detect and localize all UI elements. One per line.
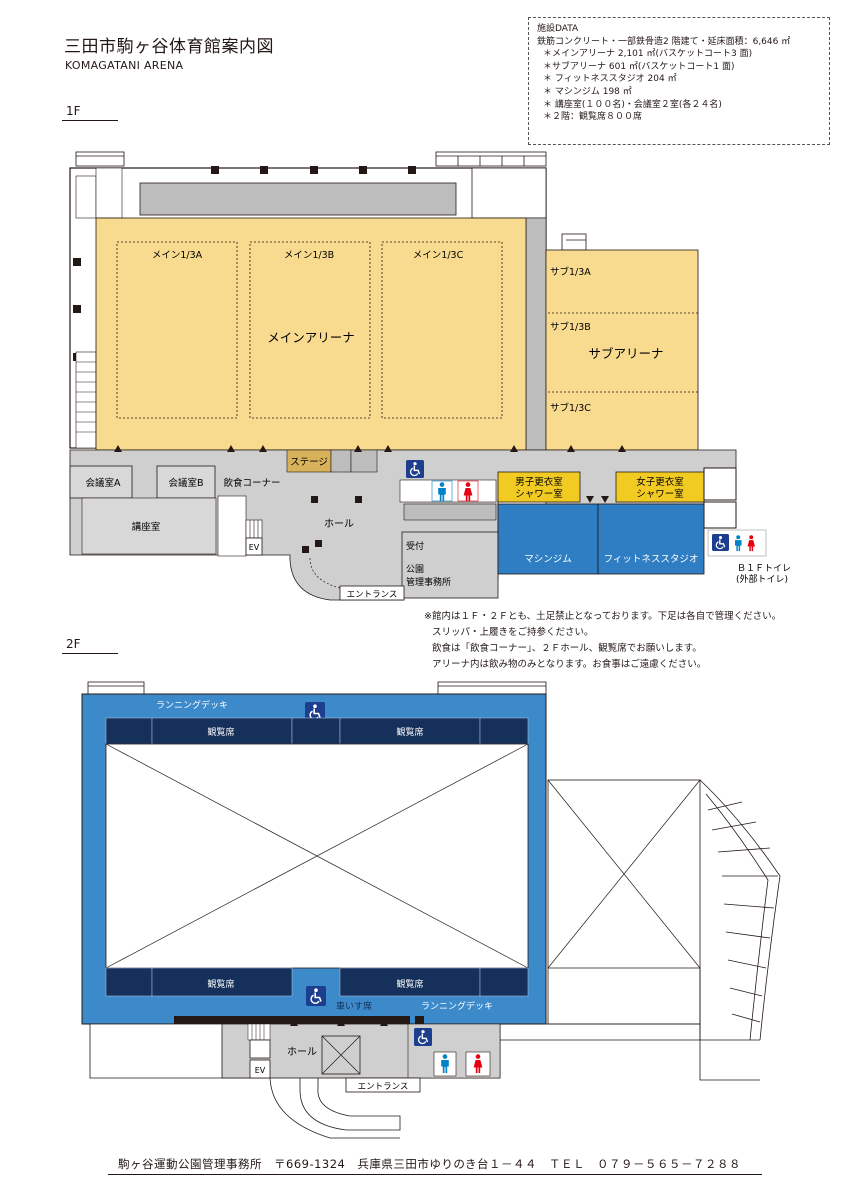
floor1-toilets	[405, 459, 479, 502]
floor2-label: 2F	[66, 637, 81, 651]
floor2-door-arrows	[290, 1019, 388, 1026]
lecture-room-label: 講座室	[132, 521, 161, 533]
seating-top	[105, 717, 529, 745]
wheelchair-icon	[413, 1027, 433, 1047]
floor2-outer-stand	[546, 779, 781, 1041]
womens-locker-room[interactable]	[615, 471, 705, 503]
b1f-toilet-label-1: Ｂ１Ｆトイレ	[737, 564, 791, 574]
facility-data-line: ＊ フィットネススタジオ 204 ㎡	[543, 74, 677, 85]
running-deck-bottom-label: ランニングデッキ	[421, 1000, 493, 1012]
court-label-sub-b: サブ1/3B	[550, 321, 591, 333]
floor1-door-arrows	[114, 445, 626, 503]
facility-data-line: ＊サブアリーナ 601 ㎡(バスケットコート1 面)	[543, 61, 735, 72]
meeting-room-a[interactable]	[69, 465, 133, 499]
floor2-underline	[62, 653, 118, 654]
fitness-studio[interactable]	[597, 503, 705, 575]
park-office-label-2: 管理事務所	[406, 576, 451, 588]
floor2-entrance[interactable]	[345, 1077, 421, 1093]
floor2-wall	[174, 1016, 410, 1024]
floor2-railing	[87, 681, 547, 695]
sub-arena-rail	[561, 233, 587, 251]
floor2-stairs	[247, 1023, 271, 1041]
floor1-entrance-label: エントランス	[347, 590, 398, 600]
facility-data-box: 施設DATA 鉄筋コンクリート・一部鉄骨造2 階建て・延床面積：6,646 ㎡ …	[528, 17, 830, 145]
floor1-stairs	[217, 495, 263, 557]
court-label-main-c: メイン1/3C	[413, 250, 464, 261]
park-office-label-1: 公園	[406, 564, 424, 575]
facility-data-line: ＊ 講座室(１００名)・会議室２室(各２４名)	[543, 99, 722, 110]
facility-data-line: ＊２階：観覧席８００席	[543, 112, 643, 123]
floor2-entrance-label: エントランス	[358, 1082, 409, 1092]
machine-gym-label: マシンジム	[524, 554, 572, 565]
dining-corner-label: 飲食コーナー	[223, 477, 280, 489]
stage-label: ステージ	[290, 457, 328, 468]
womens-locker-label-1: 女子更衣室	[636, 476, 684, 488]
wheelchair-icon	[405, 459, 425, 479]
note-line: ※館内は１Ｆ・２Ｆとも、土足禁止となっております。下足は各自で管理ください。	[424, 611, 782, 622]
floor1-ev-label: EV	[249, 543, 260, 552]
meeting-room-a-label: 会議室A	[86, 477, 122, 489]
footer-underline	[108, 1174, 762, 1175]
mens-locker-label-2: シャワー室	[515, 488, 563, 500]
floor1-hall-label: ホール	[324, 518, 354, 530]
page-title: 三田市駒ヶ谷体育館案内図	[64, 37, 274, 57]
seating-bottom	[105, 967, 529, 997]
court-label-main-a: メイン1/3A	[152, 250, 203, 261]
facility-data-line: 鉄筋コンクリート・一部鉄骨造2 階建て・延床面積：6,646 ㎡	[537, 36, 791, 47]
court-label-sub-a: サブ1/3A	[550, 266, 591, 278]
floor1-label: 1F	[66, 104, 81, 118]
court-label-sub-c: サブ1/3C	[550, 402, 591, 414]
floor1-elevator[interactable]	[245, 537, 263, 556]
floor1-hall-pillars	[302, 496, 362, 553]
lecture-room[interactable]	[81, 497, 217, 555]
fitness-studio-label: フィットネススタジオ	[604, 554, 699, 565]
floor1-railing	[75, 151, 547, 167]
b1f-toilet-label-2: (外部トイレ)	[736, 573, 788, 585]
facility-data-line: ＊ マシンジム 198 ㎡	[543, 86, 632, 97]
page-subtitle: KOMAGATANI ARENA	[65, 59, 184, 72]
seats-top-left-label: 観覧席	[207, 726, 234, 738]
footer-address: 駒ヶ谷運動公園管理事務所 〒669-1324 兵庫県三田市ゆりのき台１－４４ Ｔ…	[118, 1157, 742, 1171]
sub-arena-label: サブアリーナ	[588, 346, 663, 361]
sub-arena-courts	[548, 312, 698, 393]
sub-arena[interactable]	[545, 249, 699, 451]
seats-top-right-label: 観覧席	[396, 726, 423, 738]
wheelchair-icon	[305, 985, 327, 1007]
wheelchair-icon	[711, 533, 730, 552]
sub-arena-void	[547, 779, 701, 1025]
meeting-room-b[interactable]	[156, 465, 216, 499]
reception-label: 受付	[406, 540, 424, 552]
machine-gym[interactable]	[497, 503, 599, 575]
floor1-storage-bar	[139, 182, 457, 216]
main-arena[interactable]	[95, 217, 527, 451]
main-arena-courts	[116, 241, 503, 419]
mens-locker-label-1: 男子更衣室	[515, 476, 563, 488]
womens-locker-label-2: シャワー室	[636, 488, 684, 500]
note-line: アリーナ内は飲み物のみとなります。お食事はご遠慮ください。	[432, 659, 707, 670]
floor1-underline	[62, 120, 118, 121]
floor1-left-stairs	[75, 167, 123, 449]
wheelchair-seats-label: 車いす席	[336, 1000, 372, 1012]
main-arena-label: メインアリーナ	[267, 330, 355, 345]
note-line: 飲食は「飲食コーナー」、２Ｆホール、観覧席でお願いします。	[432, 643, 702, 654]
floor1-entrance[interactable]	[339, 585, 405, 601]
meeting-room-b-label: 会議室B	[168, 477, 203, 489]
mens-locker-room[interactable]	[497, 471, 581, 503]
park-office[interactable]	[401, 531, 499, 599]
facility-data-heading: 施設DATA	[537, 24, 579, 34]
seats-bottom-left-label: 観覧席	[207, 978, 234, 990]
floor2-hall-label: ホール	[287, 1046, 317, 1058]
running-deck-top-label: ランニングデッキ	[156, 699, 228, 711]
floor2-elevator[interactable]	[249, 1059, 271, 1079]
note-line: スリッパ・上履きをご持参ください。	[432, 627, 594, 638]
floor2-ev-label: EV	[255, 1066, 266, 1075]
floor1-service-column	[525, 217, 547, 451]
court-label-main-b: メイン1/3B	[284, 250, 334, 261]
seats-bottom-right-label: 観覧席	[396, 978, 423, 990]
facility-data-line: ＊メインアリーナ 2,101 ㎡(バスケットコート3 面)	[543, 49, 753, 60]
